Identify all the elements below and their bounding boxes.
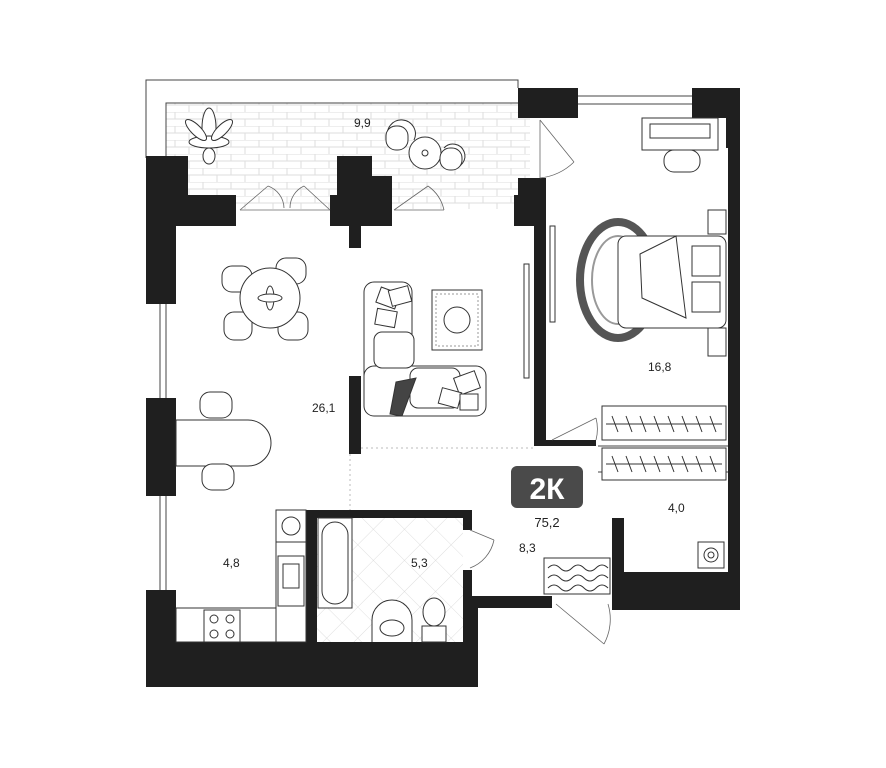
bed [576,209,727,357]
balcony-area: 9,9 [354,116,371,130]
living-area: 26,1 [312,401,336,415]
balcony-table [385,119,466,171]
hall-area: 8,3 [519,541,536,555]
balcony-outline [145,79,519,158]
plant-icon [184,107,234,165]
bedroom-area: 16,8 [648,360,672,374]
toilet [421,597,447,643]
wardrobe-area: 4,0 [668,501,685,515]
bathtub [317,517,353,609]
bar-counter [175,391,272,491]
sink [371,599,413,642]
doormat [543,557,611,595]
wardrobe-rails [601,405,727,481]
bathroom-area: 5,3 [411,556,428,570]
walls [146,88,740,687]
apartment-type-text: 2К [530,473,566,506]
apartment-type-badge [511,466,583,508]
kitchen-units [175,509,307,643]
total-area: 75,2 [534,515,559,530]
dining-table [221,257,309,341]
zone-divider [349,447,534,510]
doors [239,119,611,645]
tv-unit [523,225,556,379]
coffee-table [431,289,483,351]
desk [641,117,719,173]
sofa [363,281,487,417]
boiler [697,541,725,569]
kitchen-area: 4,8 [223,556,240,570]
